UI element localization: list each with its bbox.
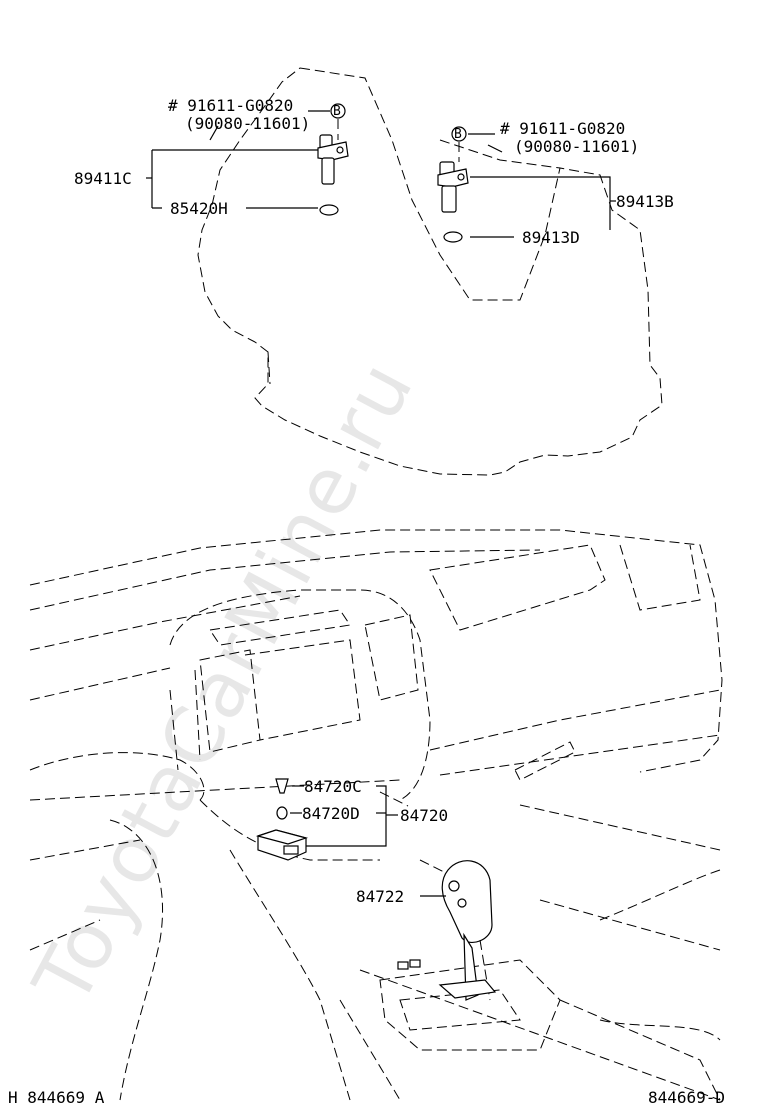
footer-right-code: 844669-D xyxy=(648,1088,725,1107)
shift-knob-icon xyxy=(441,860,493,943)
callout-switch-assembly: 84720 xyxy=(400,806,448,825)
shift-knob-84722-group xyxy=(397,860,497,1001)
callout-switch-cap: 84720C xyxy=(304,777,362,796)
sensor-89411c-group: B xyxy=(146,103,349,216)
callout-bolt-right: # 91611-G0820 xyxy=(500,119,625,138)
callout-shift-knob: 84722 xyxy=(356,887,404,906)
bolt-mark-icon: B xyxy=(454,127,462,142)
cam-sensor-icon xyxy=(437,161,469,213)
seal-washer-icon xyxy=(319,204,339,216)
transmission-housing-outline xyxy=(197,67,663,476)
callout-switch-clip: 84720D xyxy=(302,804,360,823)
dashboard-outline xyxy=(29,529,723,1101)
seal-washer-icon xyxy=(443,231,463,243)
switch-body-icon xyxy=(255,829,309,861)
callout-seal-left: 85420H xyxy=(170,199,228,218)
sensor-89413b-group: B xyxy=(437,126,616,243)
watermark-text: ToyotaCarMine.ru xyxy=(17,347,432,1020)
callout-bolt-left-alt: (90080-11601) xyxy=(185,114,310,133)
callout-bolt-left: # 91611-G0820 xyxy=(168,96,293,115)
switch-84720-group xyxy=(255,778,409,861)
switch-cap-icon xyxy=(275,778,289,794)
callout-seal-right: 89413D xyxy=(522,228,580,247)
switch-clip-icon xyxy=(276,806,288,820)
bolt-mark-icon: B xyxy=(333,104,341,119)
footer-left-code: H 844669 A xyxy=(8,1088,105,1107)
bolt-icon xyxy=(330,103,346,119)
callout-sensor-left: 89411C xyxy=(74,169,132,188)
callout-sensor-right: 89413B xyxy=(616,192,674,211)
callout-bolt-right-alt: (90080-11601) xyxy=(514,137,639,156)
bolt-icon xyxy=(451,126,467,142)
crank-sensor-icon xyxy=(317,134,349,185)
